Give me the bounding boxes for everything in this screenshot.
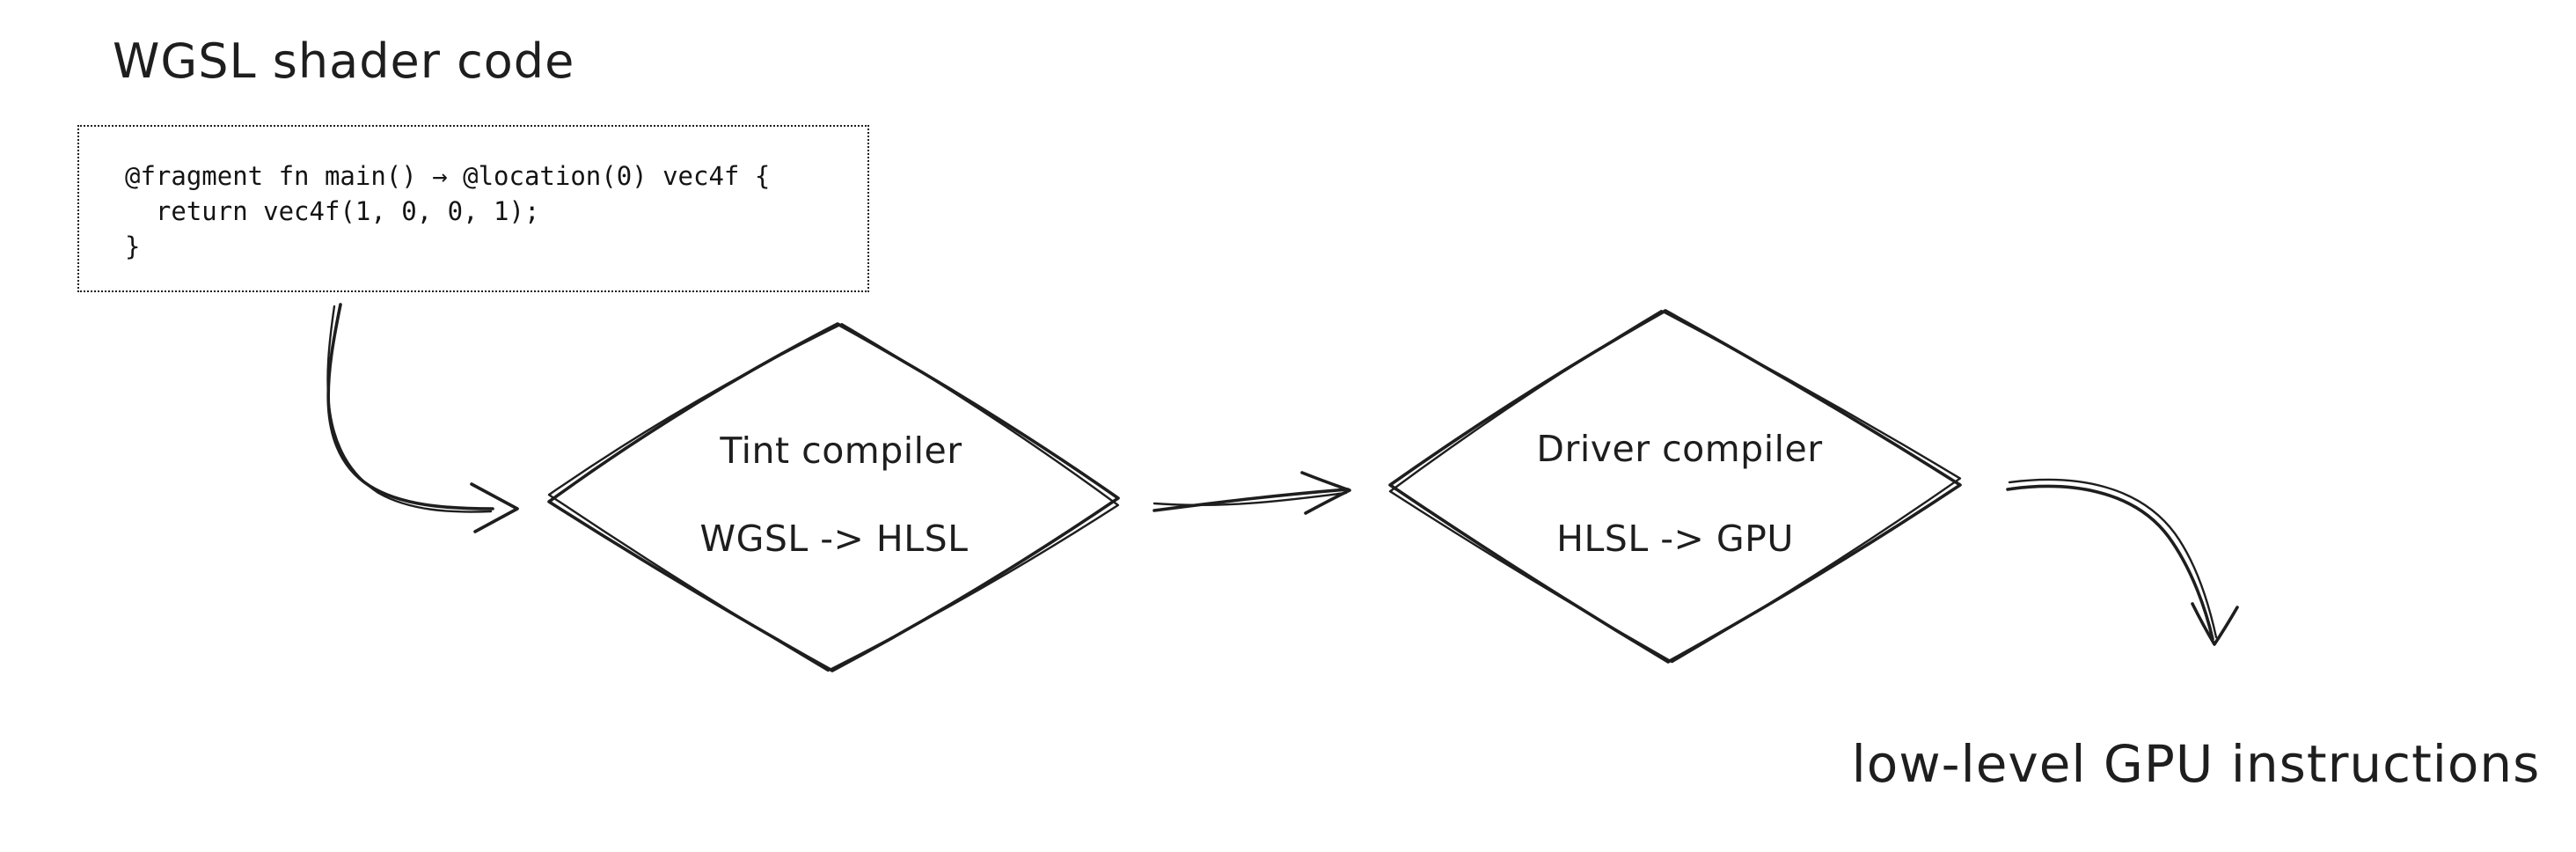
tint-compiler-sublabel: WGSL -> HLSL — [699, 518, 969, 560]
output-label: low-level GPU instructions — [1851, 734, 2541, 794]
code-line: } — [125, 231, 141, 261]
tint-compiler-label: Tint compiler — [720, 430, 962, 472]
arrow-code-to-tint — [326, 303, 519, 533]
diagram-title: WGSL shader code — [113, 33, 575, 89]
driver-compiler-label: Driver compiler — [1536, 428, 1823, 470]
driver-compiler-diamond-shape — [1388, 309, 1962, 664]
driver-compiler-sublabel: HLSL -> GPU — [1556, 518, 1794, 560]
tint-compiler-diamond-shape — [547, 322, 1120, 672]
arrow-tint-to-driver — [1153, 471, 1351, 515]
code-line: return vec4f(1, 0, 0, 1); — [125, 196, 540, 226]
code-line: @fragment fn main() → @location(0) vec4f… — [125, 161, 771, 191]
code-box: @fragment fn main() → @location(0) vec4f… — [77, 125, 869, 292]
arrow-driver-to-output — [2006, 478, 2239, 646]
